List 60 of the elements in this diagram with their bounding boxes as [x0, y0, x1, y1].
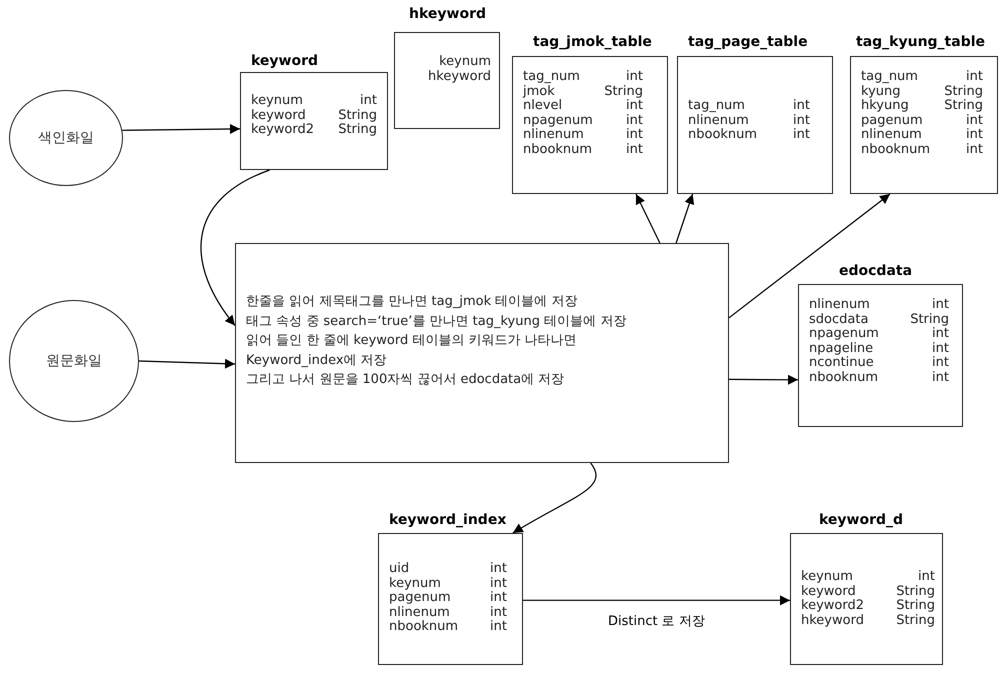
table-name: keyword_index [389, 512, 506, 528]
table-name: edocdata [839, 263, 912, 279]
field-row: nbooknum int [861, 142, 983, 158]
field-row-text: npagenum int [523, 114, 643, 128]
field-row-text: nlinenum int [389, 606, 507, 620]
field-row: uid int [389, 562, 507, 577]
table-name: keyword [251, 53, 318, 69]
process-text: 읽어 들인 한 줄에 keyword 테이블의 키워드가 나타나면 [246, 332, 577, 350]
process-text: Keyword_index에 저장 [246, 352, 387, 370]
field-row: nbooknum int [523, 142, 643, 158]
field-row: tag_num int [861, 70, 983, 85]
table-name: tag_jmok_table [533, 34, 652, 50]
field-row: ncontinue int [809, 356, 949, 371]
field-row: npagenum int [809, 327, 949, 342]
arrow [138, 358, 236, 369]
field-row: nlinenum int [861, 128, 983, 143]
field-row: nlinenum int [809, 298, 949, 313]
field-row: nlevel int [523, 99, 643, 114]
field-row: nbooknum int [389, 620, 507, 635]
field-row-text: hkeyword [427, 70, 491, 84]
field-row-text: jmok String [523, 84, 643, 99]
arrow [635, 194, 660, 244]
field-row-text: keyword String [251, 108, 377, 123]
table-name: tag_kyung_table [856, 34, 986, 50]
field-row: nlinenum int [523, 128, 643, 143]
arrow [676, 194, 694, 244]
file-label: 원문화일 [46, 352, 102, 370]
field-row: hkyung String [861, 99, 983, 114]
field-row: hkeyword String [801, 614, 935, 628]
arrow [523, 595, 790, 606]
field-row-text: npageline int [809, 342, 949, 356]
field-row-text: kyung String [861, 84, 983, 99]
field-row: tag_num int [523, 70, 643, 85]
field-row: keyword2 String [251, 123, 377, 138]
field-row-text: sdocdata String [809, 312, 949, 327]
process-text: 태그 속성 중 search=‘true’를 만나면 tag_kyung 테이블에 저장 [246, 312, 626, 330]
field-row: keynum int [251, 94, 377, 109]
table-name: hkeyword [409, 6, 486, 22]
process-text: 그리고 나서 원문을 100자씩 끊어서 edocdata에 저장 [246, 371, 564, 389]
arrow [122, 124, 240, 134]
arrow [512, 462, 596, 534]
field-row-text: keynum [438, 55, 491, 70]
field-row: keynum int [801, 570, 935, 585]
field-row: tag_num int [688, 99, 810, 114]
process-box [235, 243, 729, 463]
field-row-text: pagenum int [861, 114, 983, 128]
table-name: keyword_d [819, 512, 904, 528]
process-text: 한줄을 읽어 제목태그를 만나면 tag_jmok 테이블에 저장 [246, 293, 578, 311]
table-name: tag_page_table [688, 34, 808, 50]
field-row: pagenum int [389, 591, 507, 606]
field-row-text: nlinenum int [688, 114, 810, 128]
field-row-text: keynum int [389, 576, 507, 591]
field-row: nbooknum int [809, 370, 949, 386]
arrow [728, 194, 890, 318]
arrow [200, 169, 270, 326]
field-row: keyword2 String [801, 599, 935, 614]
arrow [729, 374, 798, 385]
field-row-text: keyword String [801, 584, 935, 599]
field-row: nbooknum int [688, 128, 810, 143]
file-label: 색인화일 [38, 129, 94, 147]
